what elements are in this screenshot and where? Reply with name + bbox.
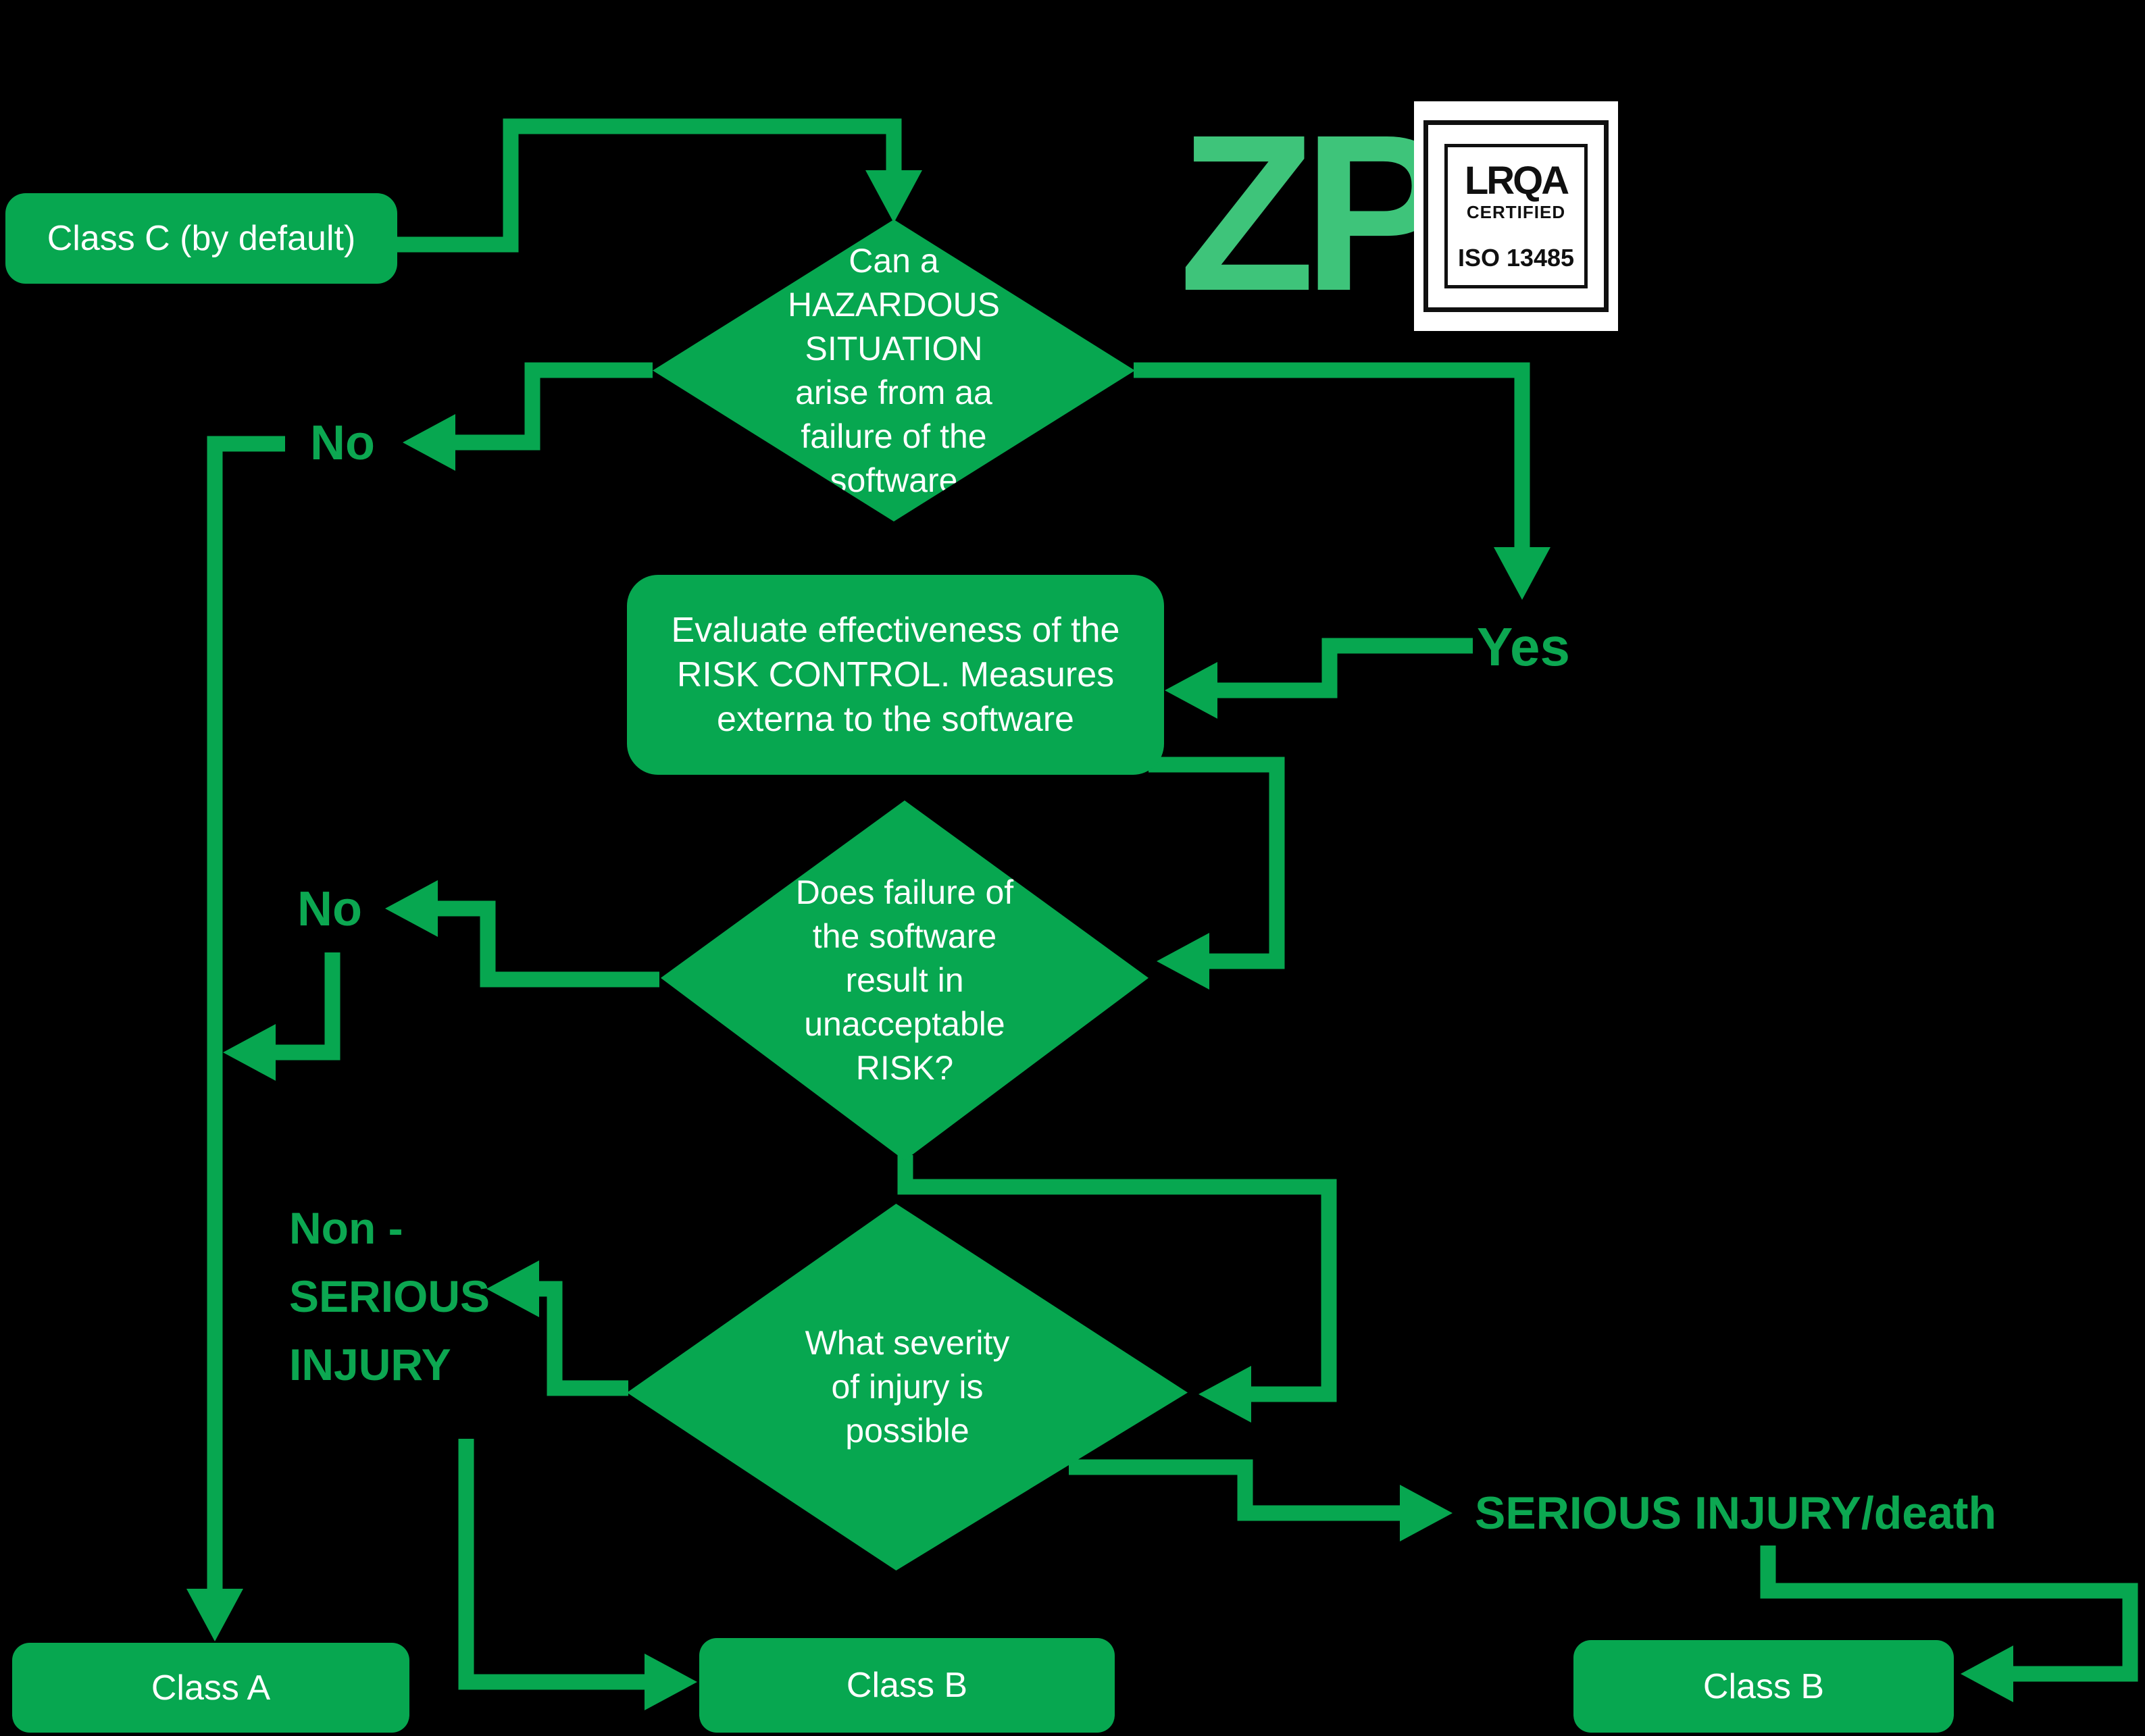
lrqa-badge-outer-border: LRQA CERTIFIED ISO 13485 — [1423, 120, 1609, 312]
edge-risk-to-severity — [897, 1155, 1337, 1402]
edge-risk-to-no — [438, 900, 659, 988]
edge-serious-to-class-b — [1760, 1546, 2138, 1682]
lrqa-logo-text: LRQA — [1464, 159, 1569, 203]
edge-hazard-to-no — [455, 362, 653, 451]
arrowhead-into-serious — [1400, 1485, 1453, 1541]
lrqa-iso-13485-text: ISO 13485 — [1457, 244, 1575, 272]
edge-hazard-to-yes — [1134, 362, 1530, 547]
edge-severity-to-serious — [1069, 1459, 1400, 1521]
node-evaluate-risk-control: Evaluate effectiveness of the RISK CONTR… — [627, 575, 1164, 775]
edge-severity-to-nonserious — [539, 1281, 628, 1396]
arrowhead-into-hazard-top — [865, 170, 922, 223]
node-unacceptable-risk-label: Does failure of the software result in u… — [795, 873, 1014, 1087]
arrowhead-into-no-top — [403, 414, 455, 471]
node-hazardous-situation-label: Can a HAZARDOUS SITUATION arise from aa … — [788, 241, 1000, 499]
arrowhead-into-drop-line — [223, 1024, 276, 1081]
node-severity-label: What severity of injury is possible — [805, 1324, 1010, 1450]
lrqa-certified-text: CERTIFIED — [1466, 202, 1566, 222]
edge-label-no-top: No — [310, 416, 375, 470]
edge-label-yes: Yes — [1477, 617, 1570, 677]
edge-no-middle-merge — [276, 952, 340, 1061]
node-class-a-label: Class A — [151, 1668, 271, 1708]
node-class-c: Class C (by default) — [5, 193, 397, 284]
node-class-b-right: Class B — [1573, 1640, 1954, 1733]
node-evaluate-risk-control-label: Evaluate effectiveness of the RISK CONTR… — [671, 611, 1120, 739]
lrqa-badge-inner-border: LRQA CERTIFIED ISO 13485 — [1444, 144, 1588, 288]
edge-classc-to-hazard — [397, 118, 902, 253]
edge-label-no-middle: No — [297, 882, 362, 936]
edge-label-non-serious-injury: Non - SERIOUS INJURY — [289, 1203, 490, 1389]
node-class-a: Class A — [12, 1643, 409, 1733]
arrowhead-into-class-b-mid — [645, 1654, 697, 1710]
zp-logo: ZP — [1179, 88, 1452, 337]
node-class-c-label: Class C (by default) — [47, 219, 356, 258]
arrowhead-into-nonserious — [486, 1260, 539, 1317]
edge-evaluate-to-risk — [1149, 757, 1285, 969]
edge-yes-to-evaluate — [1217, 638, 1473, 698]
edge-nonserious-to-class-b — [458, 1439, 645, 1690]
lrqa-certification-badge: LRQA CERTIFIED ISO 13485 — [1414, 101, 1618, 331]
arrowhead-into-risk-right — [1157, 933, 1209, 990]
arrowhead-into-severity-right — [1198, 1366, 1251, 1423]
arrowhead-into-class-a — [186, 1589, 243, 1641]
arrowhead-into-no-middle — [385, 880, 438, 937]
node-class-b-right-label: Class B — [1702, 1666, 1825, 1706]
node-class-b-middle: Class B — [699, 1638, 1115, 1733]
arrowhead-into-evaluate — [1165, 662, 1217, 719]
arrowhead-into-class-b-right — [1961, 1645, 2013, 1702]
arrowhead-above-yes — [1494, 547, 1550, 600]
edge-label-serious-injury-death: SERIOUS INJURY/death — [1475, 1487, 1997, 1539]
edge-no-to-class-a — [207, 436, 285, 1589]
node-class-b-middle-label: Class B — [846, 1666, 968, 1705]
